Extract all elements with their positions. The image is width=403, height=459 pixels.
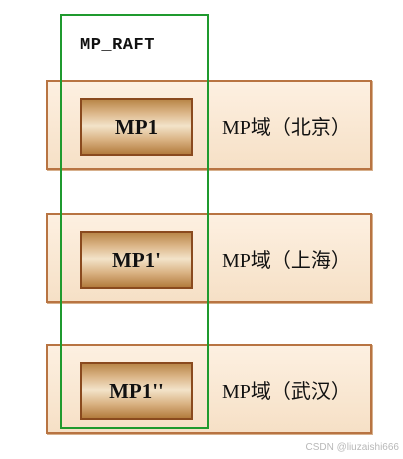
domain-shanghai: MP1' MP域（上海） bbox=[46, 213, 372, 303]
domain-wuhan: MP1'' MP域（武汉） bbox=[46, 344, 372, 434]
domain-label-wuhan: MP域（武汉） bbox=[222, 380, 351, 403]
mp1-prime-node: MP1' bbox=[80, 231, 193, 289]
domain-label-shanghai: MP域（上海） bbox=[222, 249, 351, 272]
mp-raft-title: MP_RAFT bbox=[80, 36, 155, 55]
mp1-node: MP1 bbox=[80, 98, 193, 156]
domain-label-beijing: MP域（北京） bbox=[222, 116, 351, 139]
watermark: CSDN @liuzaishi666 bbox=[305, 442, 399, 453]
mp1-double-prime-node: MP1'' bbox=[80, 362, 193, 420]
domain-beijing: MP1 MP域（北京） bbox=[46, 80, 372, 170]
